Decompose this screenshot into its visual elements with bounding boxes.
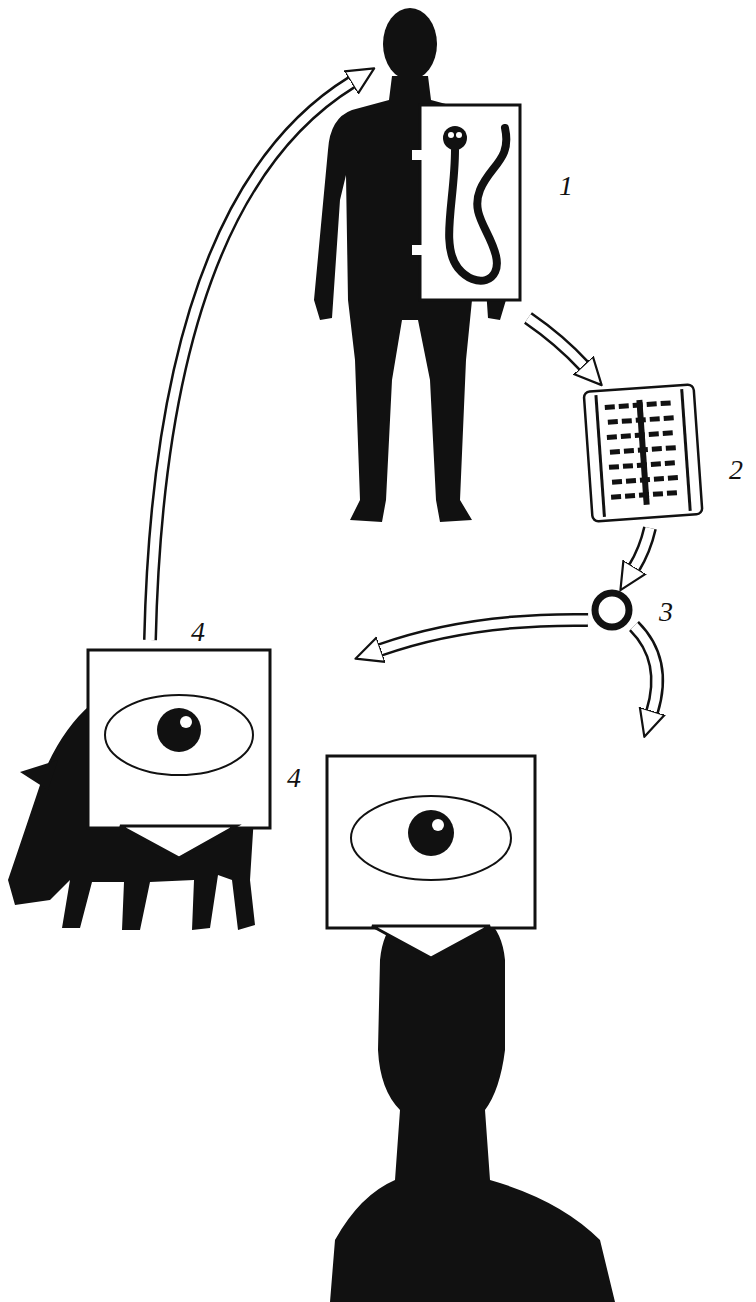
egg	[595, 593, 629, 627]
human-head	[330, 905, 615, 1302]
tapeworm-inset	[412, 105, 520, 300]
callout-number: 3	[659, 598, 673, 626]
callout-number: 4	[191, 618, 205, 646]
human-eye-inset	[327, 756, 535, 958]
callout-number: 4	[287, 764, 301, 792]
pig-eye-inset	[88, 650, 270, 858]
proglottid	[584, 384, 703, 521]
cycle-arrows	[150, 82, 657, 712]
callout-number: 1	[559, 172, 573, 200]
callout-number: 2	[729, 456, 743, 484]
